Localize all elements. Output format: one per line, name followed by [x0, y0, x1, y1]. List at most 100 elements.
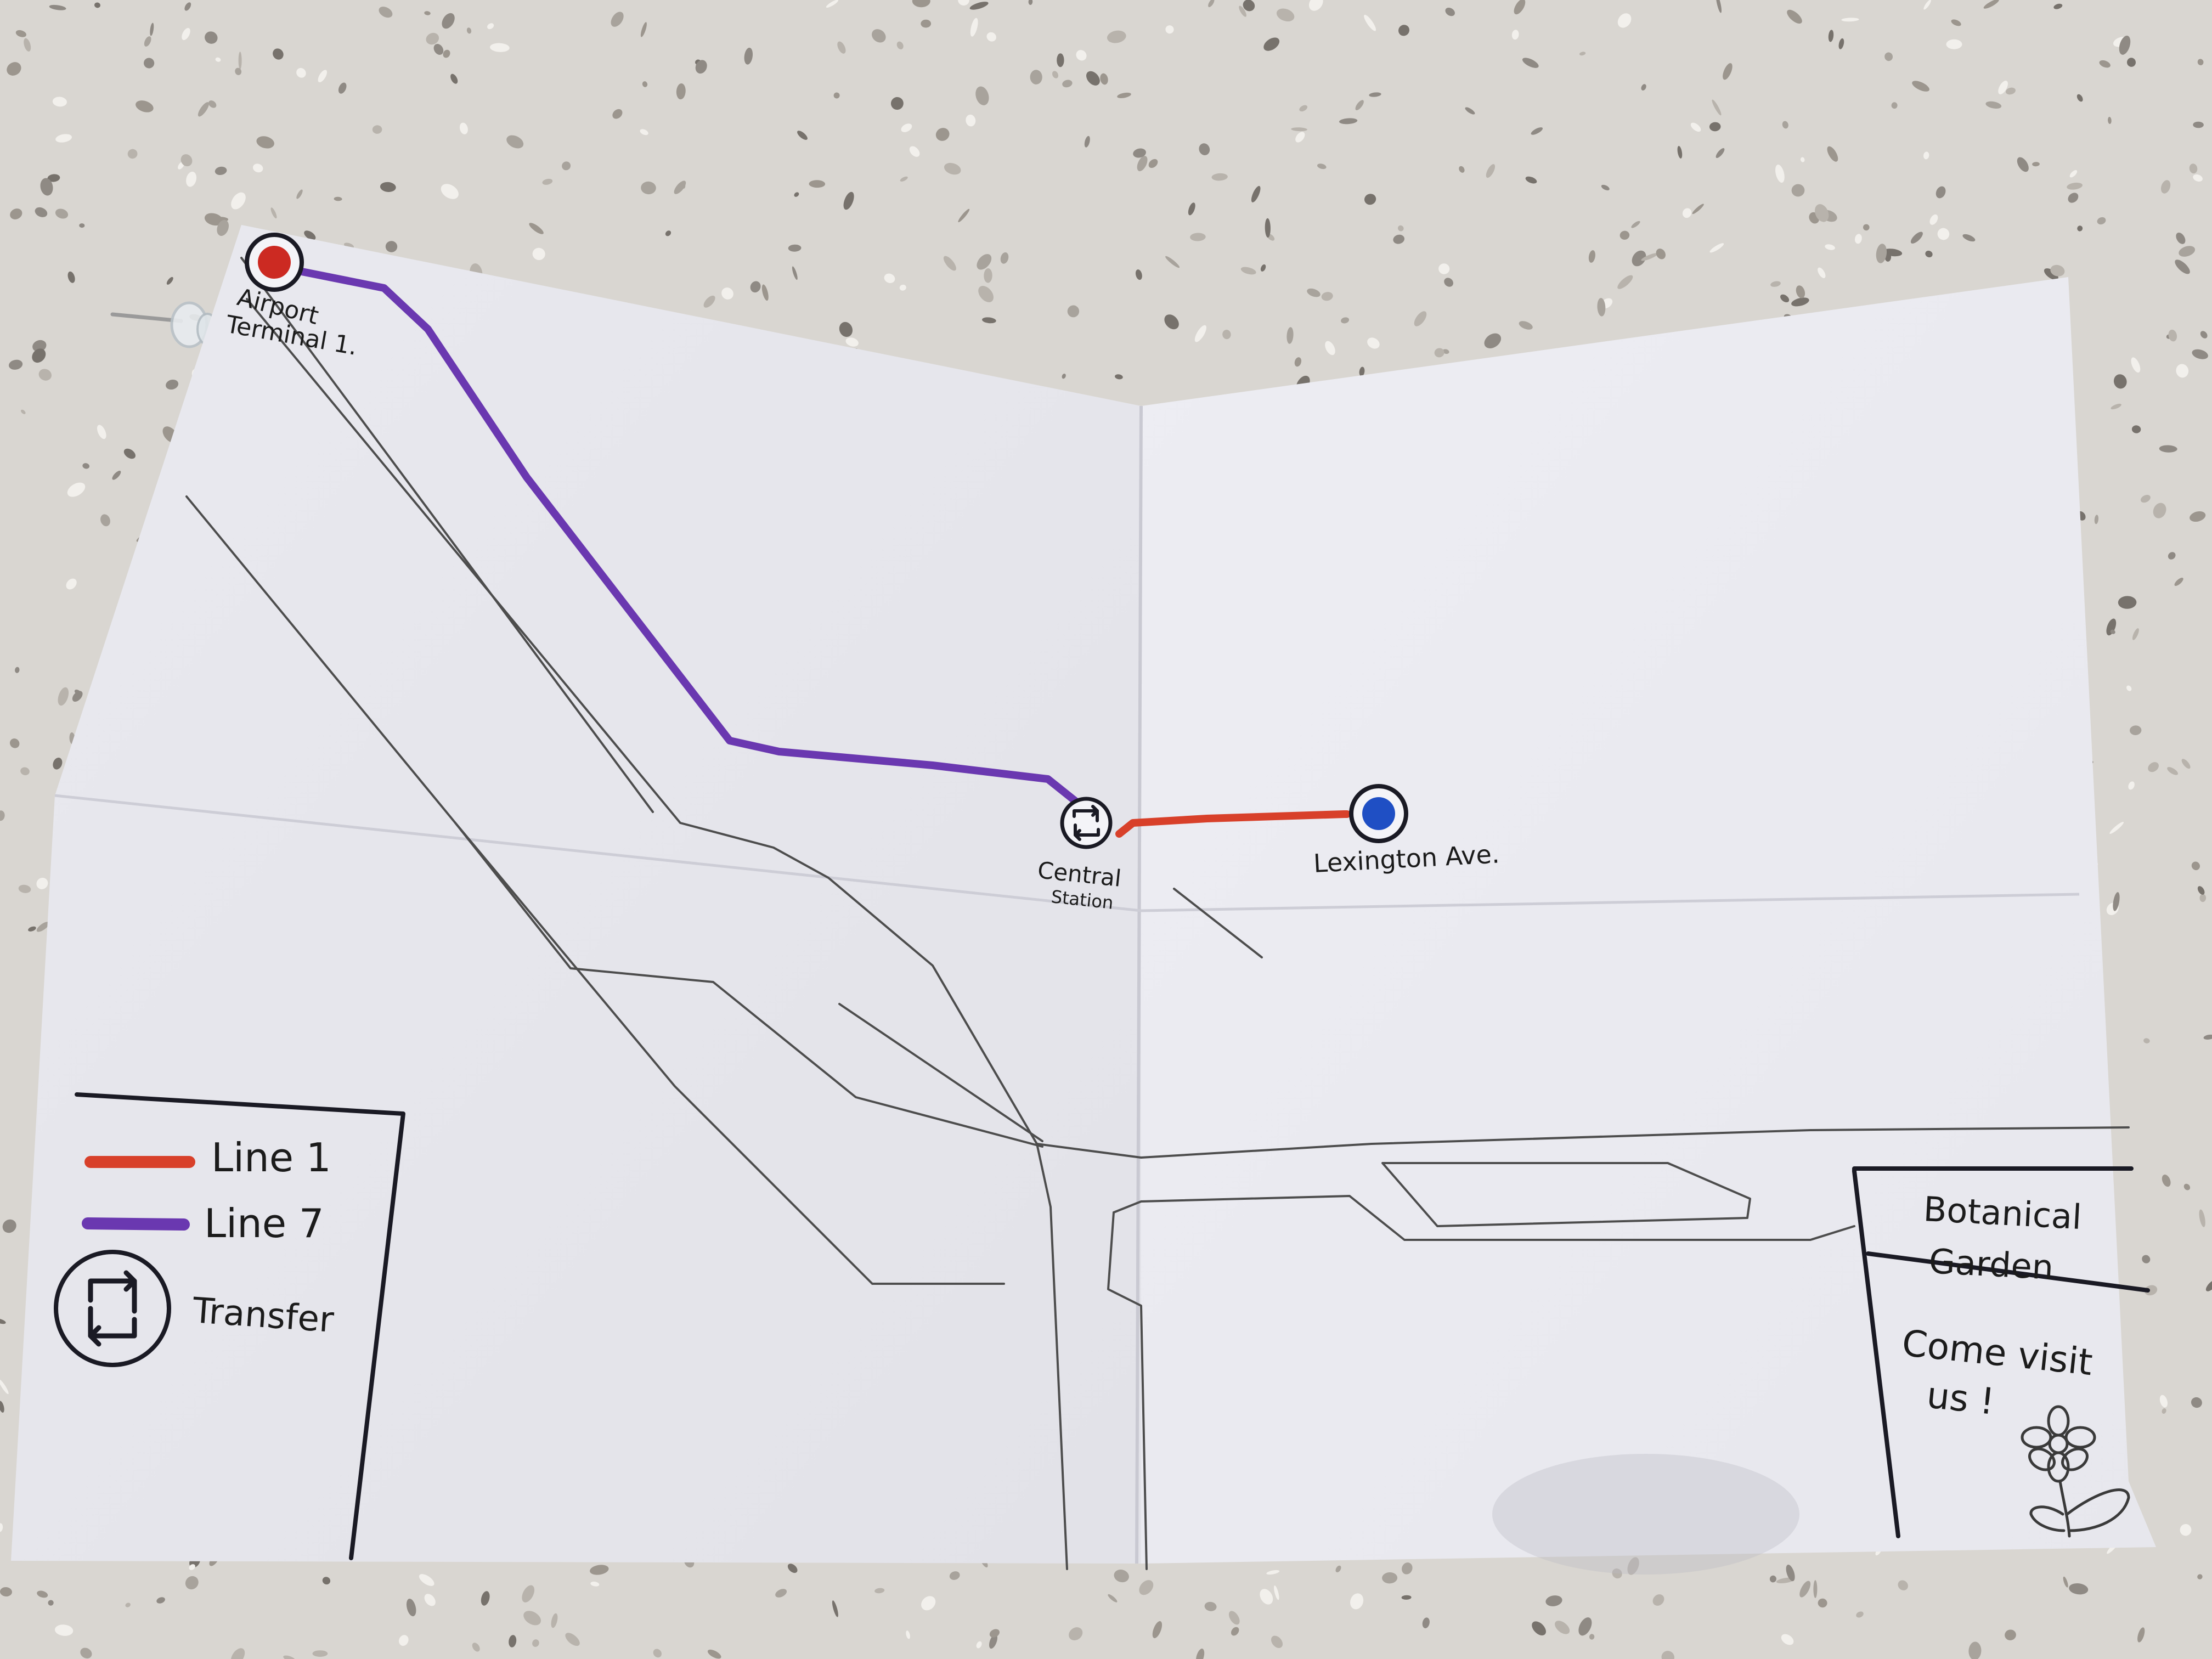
terrazzo-speckle [1791, 297, 1809, 307]
terrazzo-speckle [1588, 250, 1595, 263]
terrazzo-speckle [744, 47, 753, 65]
terrazzo-speckle [2032, 162, 2040, 167]
terrazzo-speckle [144, 36, 151, 47]
terrazzo-speckle [1709, 122, 1721, 132]
terrazzo-speckle [906, 1630, 910, 1639]
terrazzo-speckle [969, 2, 989, 10]
terrazzo-speckle [978, 286, 994, 302]
terrazzo-speckle [2108, 117, 2112, 124]
terrazzo-speckle [565, 1633, 580, 1646]
terrazzo-speckle [372, 125, 382, 134]
terrazzo-speckle [0, 1523, 3, 1532]
terrazzo-speckle [1723, 63, 1733, 80]
terrazzo-speckle [238, 52, 242, 70]
terrazzo-speckle [184, 2, 191, 11]
terrazzo-speckle [1341, 317, 1350, 324]
terrazzo-speckle [1194, 325, 1206, 342]
terrazzo-speckle [1164, 314, 1179, 330]
terrazzo-speckle [1855, 234, 1862, 244]
terrazzo-speckle [1627, 1557, 1639, 1575]
terrazzo-speckle [40, 178, 53, 196]
terrazzo-speckle [522, 1585, 535, 1602]
terrazzo-speckle [180, 154, 193, 167]
terrazzo-speckle [433, 44, 444, 55]
terrazzo-speckle [989, 1634, 998, 1649]
terrazzo-speckle [296, 189, 303, 199]
terrazzo-speckle [1294, 357, 1302, 367]
terrazzo-speckle [1196, 1649, 1205, 1659]
terrazzo-speckle [380, 182, 396, 192]
terrazzo-speckle [1519, 321, 1533, 330]
terrazzo-speckle [1775, 165, 1785, 183]
terrazzo-speckle [1030, 70, 1042, 84]
terrazzo-speckle [1028, 0, 1033, 5]
terrazzo-speckle [1133, 148, 1146, 158]
terrazzo-speckle [2094, 515, 2099, 524]
terrazzo-speckle [843, 191, 854, 210]
terrazzo-speckle [1445, 7, 1455, 16]
legend-swatch-line-7 [82, 1217, 190, 1231]
terrazzo-speckle [665, 230, 672, 236]
terrazzo-speckle [1355, 100, 1364, 110]
terrazzo-speckle [984, 268, 992, 283]
terrazzo-speckle [797, 131, 808, 140]
terrazzo-speckle [459, 122, 468, 134]
terrazzo-speckle [1525, 176, 1537, 184]
terrazzo-speckle [442, 13, 455, 29]
terrazzo-speckle [80, 1647, 92, 1659]
terrazzo-speckle [0, 1401, 4, 1413]
terrazzo-speckle [2063, 1576, 2068, 1588]
terrazzo-speckle [1617, 275, 1633, 289]
terrazzo-speckle [1828, 30, 1834, 42]
terrazzo-speckle [0, 1379, 9, 1395]
terrazzo-speckle [424, 11, 431, 15]
terrazzo-speckle [1620, 230, 1630, 240]
terrazzo-speckle [1367, 337, 1380, 349]
terrazzo-speckle [2, 1219, 16, 1233]
terrazzo-speckle [1716, 0, 1722, 13]
terrazzo-speckle [1228, 1611, 1240, 1625]
terrazzo-speckle [182, 27, 190, 41]
terrazzo-speckle [186, 171, 197, 187]
terrazzo-speckle [837, 41, 846, 54]
terrazzo-speckle [1484, 333, 1502, 348]
terrazzo-speckle [532, 247, 545, 261]
terrazzo-speckle [166, 379, 179, 390]
terrazzo-speckle [970, 18, 978, 37]
terrazzo-speckle [1923, 151, 1929, 160]
terrazzo-speckle [1069, 1627, 1083, 1641]
terrazzo-speckle [2131, 357, 2141, 373]
terrazzo-speckle [1062, 374, 1066, 379]
terrazzo-speckle [2162, 1175, 2171, 1187]
terrazzo-speckle [2113, 892, 2120, 911]
terrazzo-speckle [1422, 1617, 1430, 1628]
terrazzo-speckle [2145, 1285, 2158, 1296]
terrazzo-speckle [611, 12, 624, 27]
terrazzo-speckle [2068, 193, 2079, 203]
terrazzo-speckle [787, 1564, 798, 1573]
terrazzo-speckle [1364, 194, 1376, 205]
terrazzo-speckle [1578, 1617, 1592, 1636]
terrazzo-speckle [2077, 225, 2083, 232]
terrazzo-speckle [1936, 186, 1946, 199]
terrazzo-speckle [127, 149, 138, 159]
station-central-station[interactable]: Central Station [1036, 797, 1122, 913]
paper-map-sheet [11, 225, 2156, 1575]
terrazzo-speckle [1617, 13, 1632, 28]
terrazzo-speckle [1677, 145, 1683, 159]
terrazzo-speckle [334, 196, 342, 201]
terrazzo-speckle [1062, 80, 1073, 88]
pencil-street-lines [185, 257, 2130, 1570]
terrazzo-speckle [921, 1596, 936, 1611]
terrazzo-speckle [256, 136, 274, 149]
terrazzo-speckle [1597, 298, 1606, 317]
terrazzo-speckle [899, 284, 906, 291]
terrazzo-speckle [1321, 292, 1333, 301]
terrazzo-speckle [21, 409, 26, 414]
terrazzo-speckle [1632, 250, 1646, 267]
terrazzo-speckle [1856, 1611, 1864, 1618]
terrazzo-speckle [466, 27, 472, 34]
terrazzo-speckle [1307, 288, 1321, 297]
terrazzo-speckle [270, 207, 277, 219]
airport-station-dot [258, 246, 291, 279]
